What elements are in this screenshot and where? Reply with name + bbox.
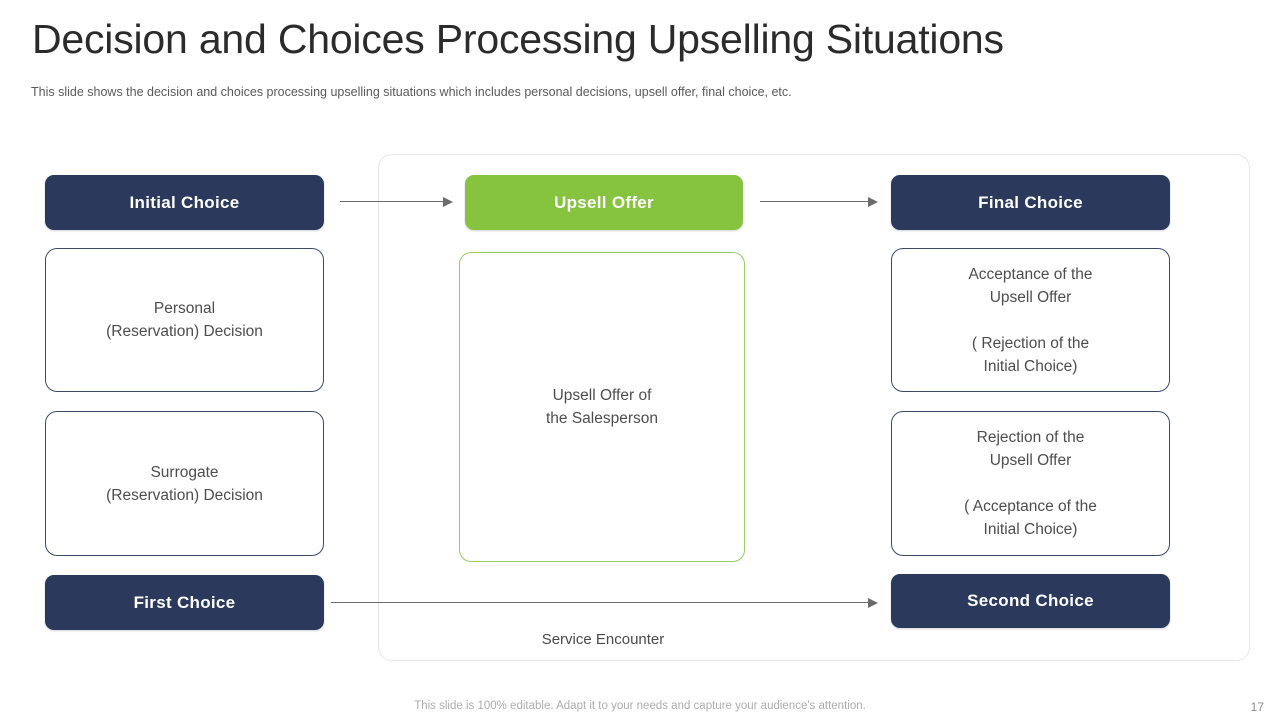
page-subtitle: This slide shows the decision and choice… — [31, 85, 792, 99]
personal-decision-card[interactable]: Personal (Reservation) Decision — [45, 248, 324, 392]
surrogate-decision-card[interactable]: Surrogate (Reservation) Decision — [45, 411, 324, 556]
service-encounter-label: Service Encounter — [541, 631, 665, 648]
upsell-offer-header[interactable]: Upsell Offer — [465, 175, 743, 230]
final-choice-header[interactable]: Final Choice — [891, 175, 1170, 230]
upsell-offer-text: Upsell Offer of the Salesperson — [545, 387, 659, 427]
arrow-initial-to-upsell-line — [340, 201, 450, 202]
arrow-upsell-to-final-line — [760, 201, 872, 202]
page-title: Decision and Choices Processing Upsellin… — [32, 16, 1004, 62]
footer-note: This slide is 100% editable. Adapt it to… — [414, 700, 866, 712]
arrow-initial-to-upsell-head-icon — [443, 197, 453, 207]
page-number: 17 — [1250, 700, 1264, 714]
arrow-first-to-second-head-icon — [868, 598, 878, 608]
arrow-first-to-second-line — [331, 602, 873, 603]
second-choice-header[interactable]: Second Choice — [891, 574, 1170, 628]
acceptance-outcome-text: Acceptance of the Upsell Offer ( Rejecti… — [968, 265, 1093, 375]
surrogate-decision-text: Surrogate (Reservation) Decision — [106, 463, 263, 504]
arrow-upsell-to-final-head-icon — [868, 197, 878, 207]
personal-decision-text: Personal (Reservation) Decision — [106, 300, 263, 340]
first-choice-header[interactable]: First Choice — [45, 575, 324, 630]
upsell-offer-card[interactable]: Upsell Offer of the Salesperson — [459, 252, 745, 562]
acceptance-outcome-card[interactable]: Acceptance of the Upsell Offer ( Rejecti… — [891, 248, 1170, 392]
rejection-outcome-card[interactable]: Rejection of the Upsell Offer ( Acceptan… — [891, 411, 1170, 556]
rejection-outcome-text: Rejection of the Upsell Offer ( Acceptan… — [964, 429, 1097, 538]
service-encounter-panel — [378, 154, 1250, 661]
initial-choice-header[interactable]: Initial Choice — [45, 175, 324, 230]
